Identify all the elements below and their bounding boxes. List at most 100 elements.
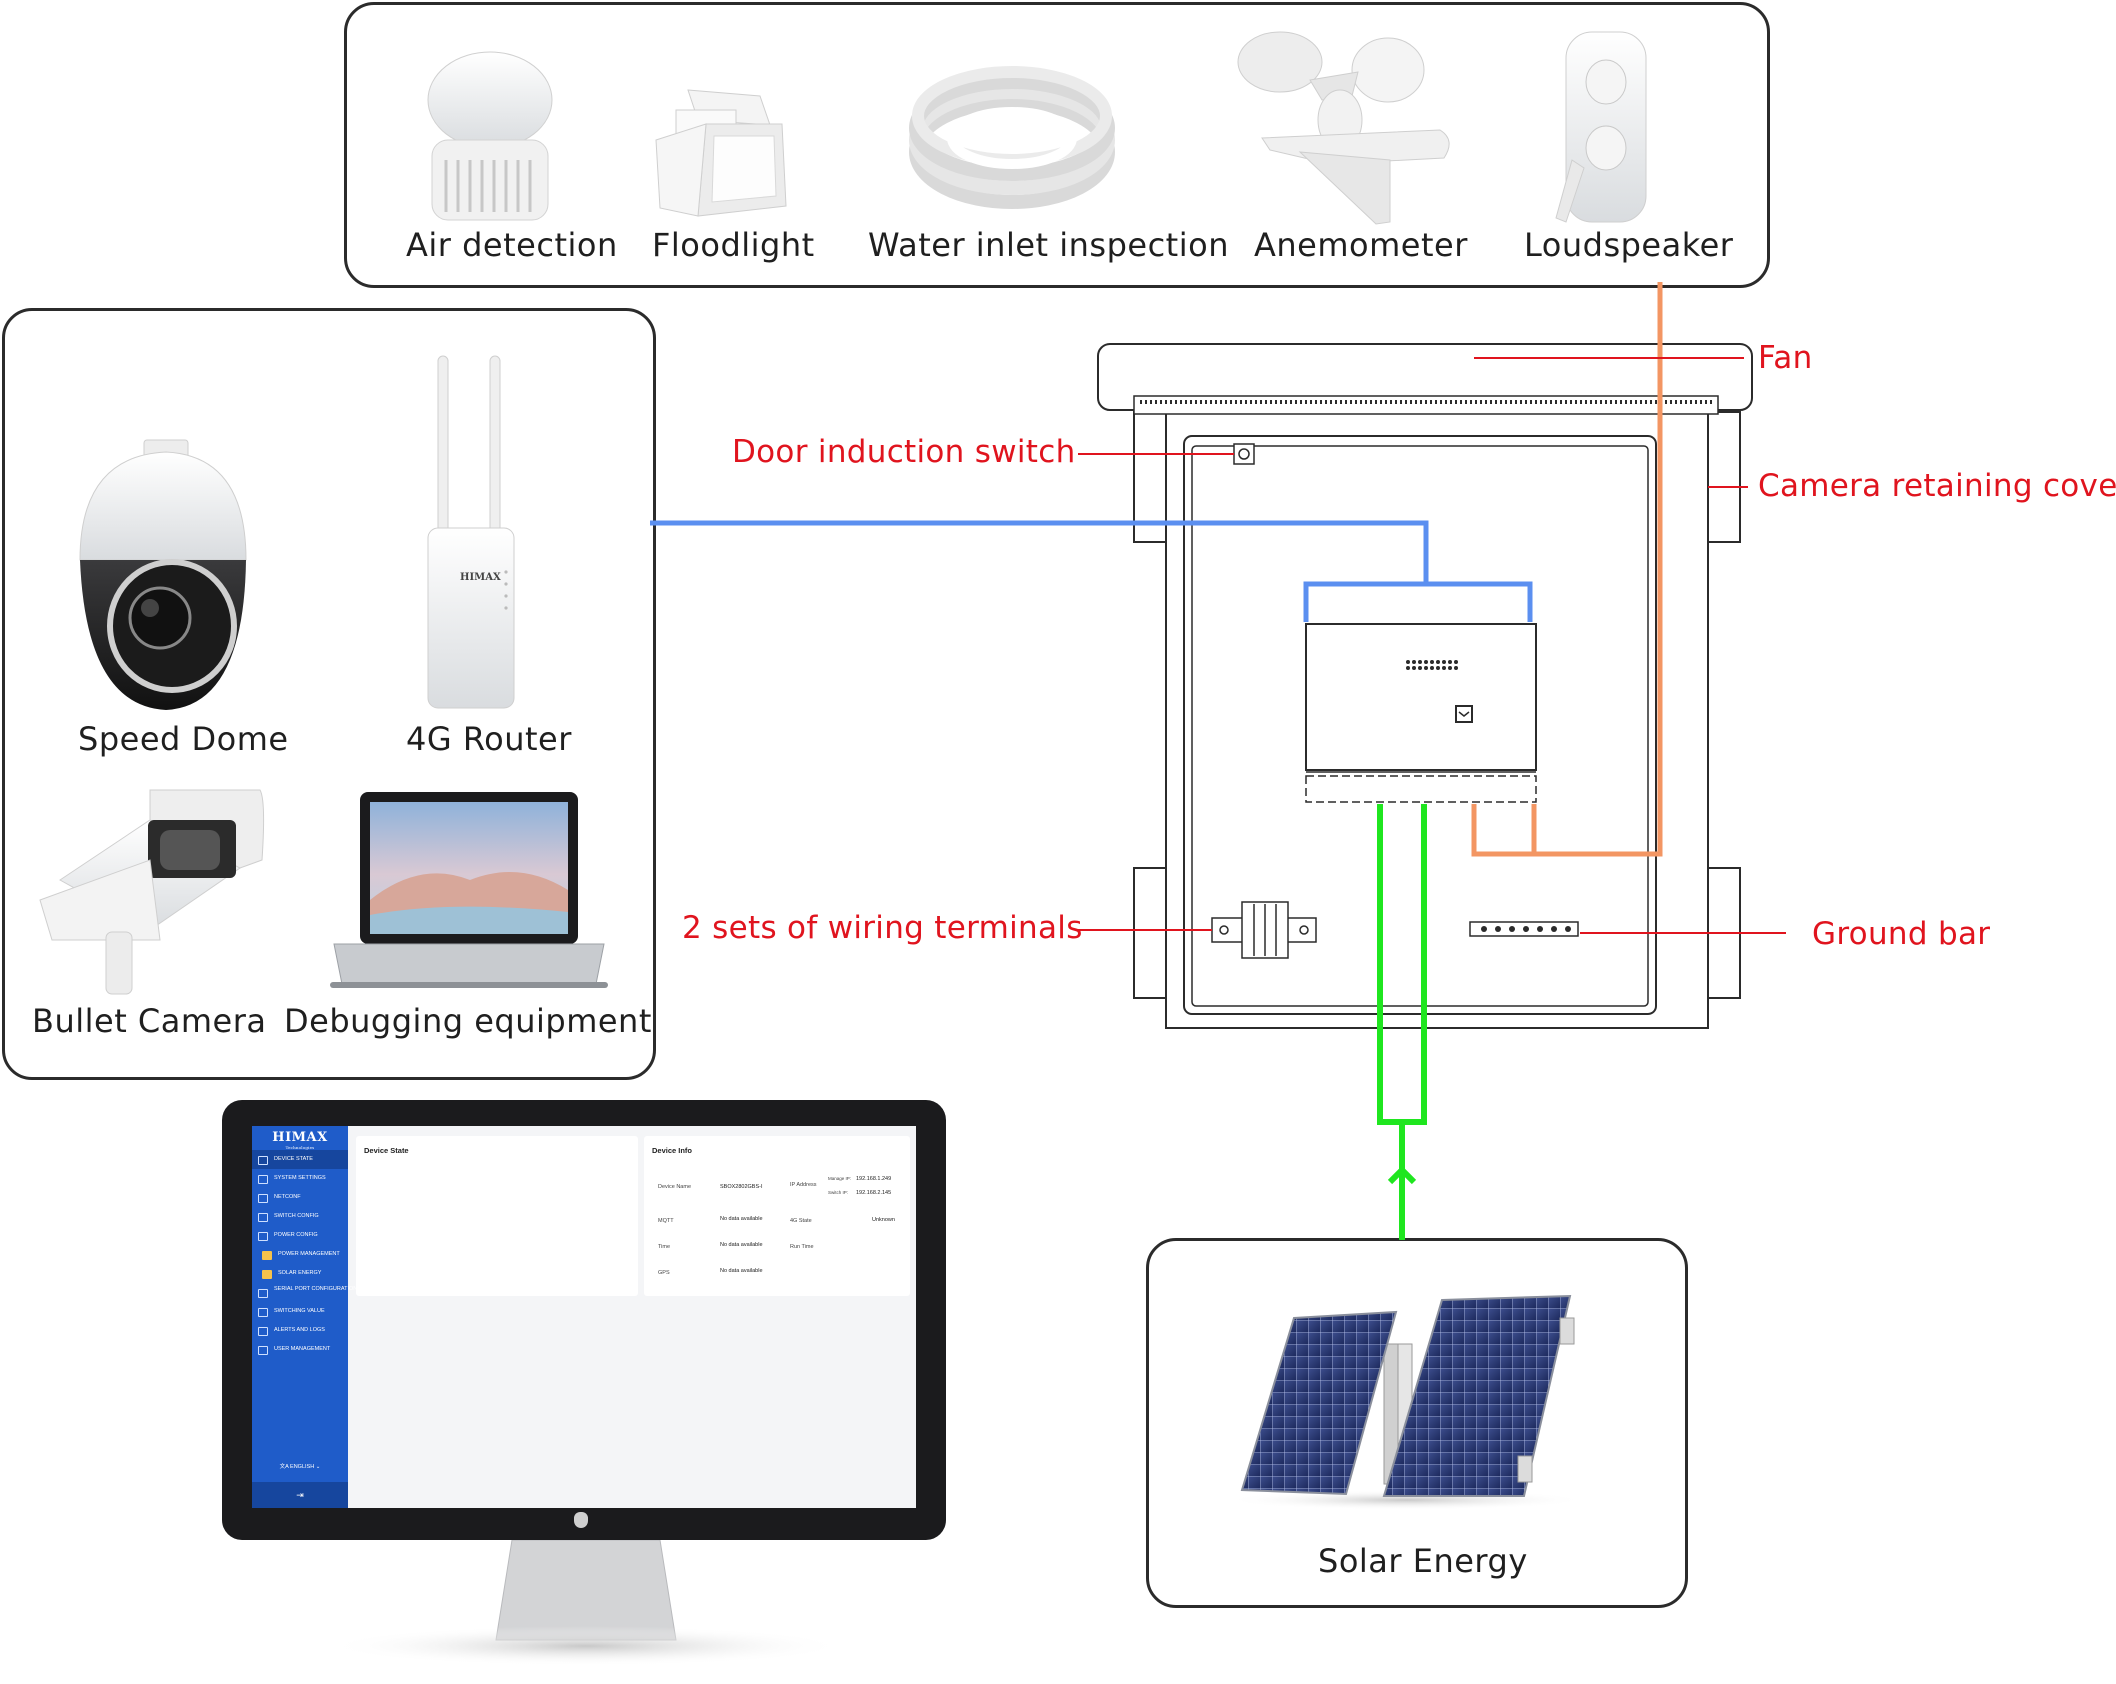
sidebar-item-solar-energy[interactable]: SOLAR ENERGY — [252, 1264, 348, 1283]
router-4g-icon: HIMAX — [427, 355, 515, 709]
air-detection-icon — [427, 51, 553, 221]
sidebar-item-switching-value[interactable]: SWITCHING VALUE — [252, 1302, 348, 1321]
sidebar-item-label: POWER MANAGEMENT — [278, 1251, 340, 1257]
sidebar-nav: DEVICE STATE SYSTEM SETTINGS NETCONF SWITCH… — [252, 1150, 357, 1359]
fan-hood — [1097, 343, 1753, 415]
devices-group-box — [2, 308, 656, 1080]
sidebar-item-icon — [258, 1194, 268, 1203]
sidebar-item-system-settings[interactable]: SYSTEM SETTINGS — [252, 1169, 348, 1188]
sidebar-item-label: POWER CONFIG — [274, 1232, 318, 1238]
dashboard-brand: HIMAX — [272, 1130, 328, 1145]
language-label: ENGLISH — [290, 1464, 315, 1470]
sidebar-item-icon — [258, 1308, 268, 1317]
loudspeaker-icon — [1555, 31, 1647, 223]
switch-ip-value: 192.168.2.145 — [856, 1190, 892, 1196]
solar-panels-icon — [1226, 1294, 1586, 1510]
sidebar-item-power-management[interactable]: POWER MANAGEMENT — [252, 1245, 348, 1264]
sidebar-item-icon — [258, 1232, 268, 1241]
sidebar-item-label: SYSTEM SETTINGS — [274, 1175, 326, 1181]
manage-ip-value: 192.168.1.249 — [856, 1176, 892, 1182]
label-loudspeaker: Loudspeaker — [1524, 226, 1734, 264]
sidebar-item-icon — [258, 1327, 268, 1336]
sidebar-item-icon — [262, 1270, 272, 1279]
time-value: No data available — [720, 1242, 763, 1248]
laptop-icon — [330, 792, 608, 988]
dashboard-screen: HIMAX Technologies DEVICE STATE SYSTEM SE… — [252, 1126, 916, 1508]
label-4g-router: 4G Router — [406, 720, 572, 758]
network-line — [650, 520, 1533, 622]
label-air-detection: Air detection — [406, 226, 618, 264]
label-speed-dome: Speed Dome — [78, 720, 289, 758]
speed-dome-icon — [79, 439, 247, 710]
anemometer-icon — [1237, 31, 1450, 225]
device-name-label: Device Name — [658, 1184, 692, 1190]
sidebar-item-serial-port-configuration[interactable]: SERIAL PORT CONFIGURATION — [252, 1283, 357, 1302]
label-anemometer: Anemometer — [1254, 226, 1468, 264]
dashboard-sidebar: HIMAX Technologies DEVICE STATE SYSTEM SE… — [252, 1126, 357, 1508]
device-info-title: Device Info — [652, 1146, 693, 1155]
sidebar-item-icon — [258, 1175, 268, 1184]
dashboard-brand-sub: Technologies — [285, 1145, 315, 1150]
sidebar-item-device-state[interactable]: DEVICE STATE — [252, 1150, 348, 1169]
label-solar-energy: Solar Energy — [1318, 1542, 1528, 1580]
runtime-label: Run Time — [790, 1244, 814, 1250]
sidebar-item-icon — [258, 1156, 268, 1165]
sidebar-item-user-management[interactable]: USER MANAGEMENT — [252, 1340, 348, 1359]
sidebar-item-netconf[interactable]: NETCONF — [252, 1188, 348, 1207]
logout-icon[interactable]: ⇥ — [252, 1482, 348, 1508]
switch-ip-label: Switch IP: — [828, 1190, 849, 1195]
sidebar-item-label: ALERTS AND LOGS — [274, 1327, 325, 1333]
sensors-group-box — [344, 2, 1770, 288]
sidebar-item-label: USER MANAGEMENT — [274, 1346, 331, 1352]
controller-box — [1305, 623, 1537, 803]
sidebar-item-label: SOLAR ENERGY — [278, 1270, 322, 1276]
sidebar-item-icon — [262, 1251, 272, 1260]
callout-leaders — [1078, 357, 1786, 934]
floodlight-icon — [655, 89, 787, 217]
power-line-orange — [1471, 282, 1663, 857]
device-state-title: Device State — [364, 1146, 409, 1155]
solar-power-line — [1377, 804, 1427, 1240]
mqtt-value: No data available — [720, 1216, 763, 1222]
dashboard-logo: HIMAX Technologies — [252, 1126, 348, 1150]
monitor: HIMAX Technologies DEVICE STATE SYSTEM SE… — [222, 1100, 946, 1540]
water-inlet-cable-icon — [909, 66, 1115, 209]
mqtt-label: MQTT — [658, 1218, 674, 1224]
label-bullet-camera: Bullet Camera — [32, 1002, 267, 1040]
sidebar-item-alerts-and-logs[interactable]: ALERTS AND LOGS — [252, 1321, 348, 1340]
label-water-inlet: Water inlet inspection — [868, 226, 1229, 264]
callout-terminals: 2 sets of wiring terminals — [682, 910, 1083, 946]
sidebar-item-label: SERIAL PORT CONFIGURATION — [274, 1286, 358, 1292]
door-switch-icon — [1233, 443, 1255, 465]
ip-label: IP Address — [790, 1182, 817, 1188]
sidebar-item-switch-config[interactable]: SWITCH CONFIG — [252, 1207, 348, 1226]
label-floodlight: Floodlight — [652, 226, 815, 264]
manage-ip-label: Manage IP: — [828, 1176, 852, 1181]
monitor-stand — [326, 1539, 846, 1666]
time-label: Time — [658, 1244, 671, 1250]
sidebar-item-label: NETCONF — [274, 1194, 301, 1200]
callout-door-switch: Door induction switch — [732, 434, 1076, 470]
wiring-terminals-icon — [1211, 901, 1317, 959]
apple-logo-icon — [574, 1512, 588, 1528]
device-name-value: SBOX2802GBS-I — [720, 1184, 763, 1190]
gps-value: No data available — [720, 1268, 763, 1274]
label-debugging-equipment: Debugging equipment — [284, 1002, 652, 1040]
sidebar-item-label: DEVICE STATE — [274, 1156, 313, 1162]
sidebar-item-label: SWITCH CONFIG — [274, 1213, 319, 1219]
sidebar-item-icon — [258, 1213, 268, 1222]
device-info-panel: Device Info Device Name SBOX2802GBS-I IP… — [644, 1136, 910, 1296]
gps-label: GPS — [658, 1270, 670, 1276]
ground-bar-icon — [1469, 921, 1579, 937]
language-selector[interactable]: 文A ENGLISH ⌄ — [279, 1464, 321, 1470]
4g-state-label: 4G State — [790, 1218, 812, 1224]
sidebar-item-label: SWITCHING VALUE — [274, 1308, 325, 1314]
router-brand: HIMAX — [460, 572, 501, 583]
4g-state-value: Unknown — [872, 1217, 895, 1223]
callout-camera-cover: Camera retaining cover — [1758, 468, 2116, 504]
sidebar-item-power-config[interactable]: POWER CONFIG — [252, 1226, 348, 1245]
device-state-panel: Device State — [356, 1136, 638, 1296]
bullet-camera-icon — [39, 789, 265, 995]
sidebar-item-icon — [258, 1346, 268, 1355]
